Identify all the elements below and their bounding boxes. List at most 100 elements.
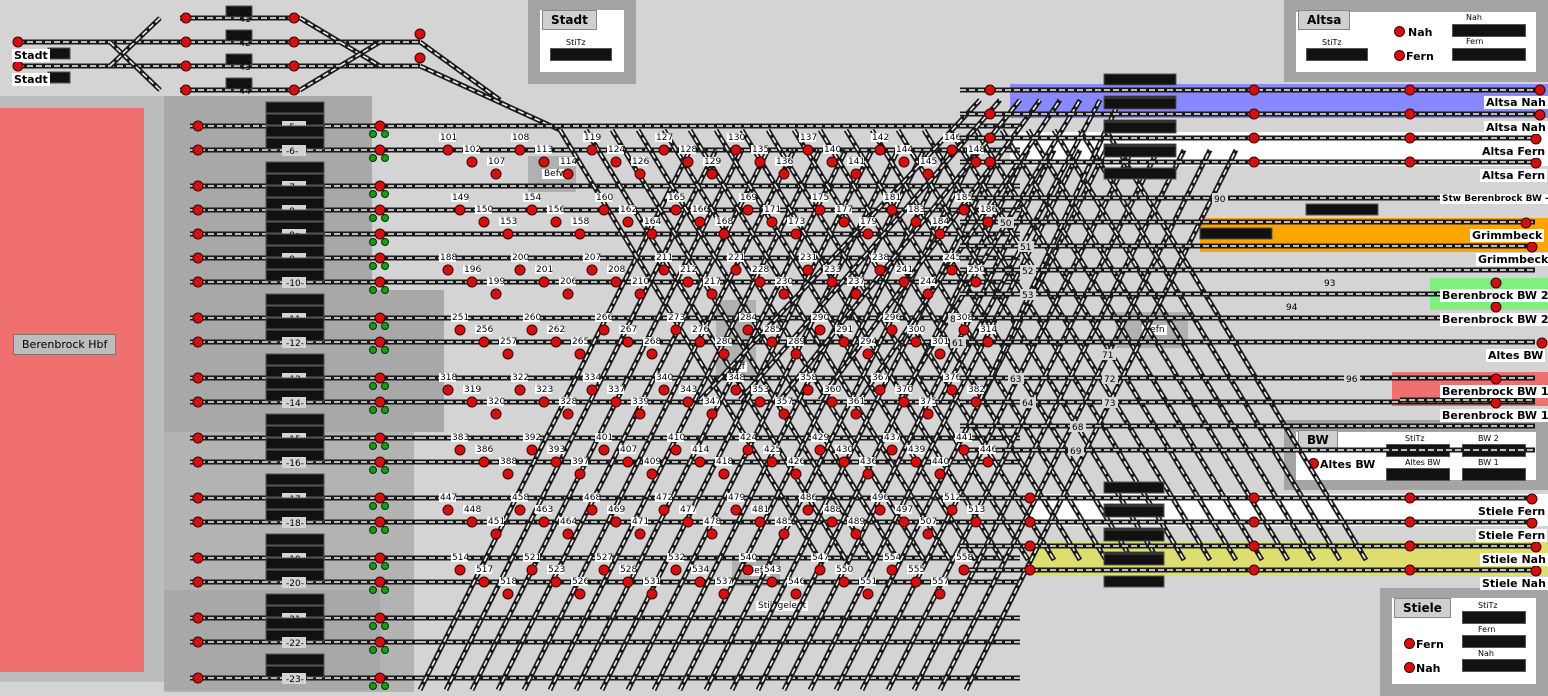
exit-end-signal[interactable] bbox=[1490, 397, 1502, 409]
field-signal[interactable] bbox=[754, 276, 766, 288]
exit-signal[interactable] bbox=[1404, 540, 1416, 552]
field-signal[interactable] bbox=[754, 156, 766, 168]
field-signal[interactable] bbox=[766, 336, 778, 348]
field-signal[interactable] bbox=[586, 264, 598, 276]
field-signal[interactable] bbox=[970, 516, 982, 528]
field-signal[interactable] bbox=[598, 444, 610, 456]
stadt-signal[interactable] bbox=[414, 52, 426, 64]
exit-signal[interactable] bbox=[1024, 516, 1036, 528]
field-signal[interactable] bbox=[910, 336, 922, 348]
field-signal[interactable] bbox=[646, 468, 658, 480]
field-signal[interactable] bbox=[478, 576, 490, 588]
field-signal[interactable] bbox=[946, 384, 958, 396]
field-signal[interactable] bbox=[850, 288, 862, 300]
field-signal[interactable] bbox=[742, 204, 754, 216]
exit-end-signal[interactable] bbox=[1536, 337, 1548, 349]
platform-signal[interactable] bbox=[374, 396, 386, 408]
field-signal[interactable] bbox=[802, 264, 814, 276]
field-signal[interactable] bbox=[442, 504, 454, 516]
field-signal[interactable] bbox=[622, 576, 634, 588]
field-signal[interactable] bbox=[718, 588, 730, 600]
stadt-track-signal[interactable] bbox=[288, 60, 300, 72]
field-signal[interactable] bbox=[730, 504, 742, 516]
exit-signal[interactable] bbox=[1024, 492, 1036, 504]
field-signal[interactable] bbox=[766, 216, 778, 228]
field-signal[interactable] bbox=[514, 264, 526, 276]
field-signal[interactable] bbox=[634, 168, 646, 180]
platform-signal[interactable] bbox=[374, 204, 386, 216]
exit-signal[interactable] bbox=[1248, 540, 1260, 552]
exit-signal[interactable] bbox=[1248, 156, 1260, 168]
platform-signal[interactable] bbox=[374, 180, 386, 192]
field-signal[interactable] bbox=[670, 564, 682, 576]
field-signal[interactable] bbox=[778, 288, 790, 300]
exit-signal[interactable] bbox=[1404, 132, 1416, 144]
exit-end-signal[interactable] bbox=[1534, 84, 1546, 96]
field-signal[interactable] bbox=[502, 228, 514, 240]
field-signal[interactable] bbox=[646, 348, 658, 360]
field-signal[interactable] bbox=[742, 564, 754, 576]
field-signal[interactable] bbox=[922, 408, 934, 420]
field-signal[interactable] bbox=[574, 468, 586, 480]
field-signal[interactable] bbox=[958, 324, 970, 336]
field-signal[interactable] bbox=[850, 528, 862, 540]
field-signal[interactable] bbox=[466, 396, 478, 408]
field-signal[interactable] bbox=[538, 516, 550, 528]
field-signal[interactable] bbox=[598, 324, 610, 336]
exit-signal[interactable] bbox=[1248, 516, 1260, 528]
exit-end-signal[interactable] bbox=[1490, 301, 1502, 313]
field-signal[interactable] bbox=[478, 216, 490, 228]
platform-signal[interactable] bbox=[192, 516, 204, 528]
exit-end-signal[interactable] bbox=[1530, 541, 1542, 553]
stadt-exit-signal[interactable] bbox=[12, 60, 24, 72]
platform-signal[interactable] bbox=[192, 252, 204, 264]
field-signal[interactable] bbox=[778, 408, 790, 420]
field-signal[interactable] bbox=[610, 156, 622, 168]
platform-signal[interactable] bbox=[374, 456, 386, 468]
stadt-track-signal[interactable] bbox=[288, 84, 300, 96]
field-signal[interactable] bbox=[910, 456, 922, 468]
stadt-track-signal[interactable] bbox=[180, 36, 192, 48]
exit-signal[interactable] bbox=[1248, 108, 1260, 120]
exit-end-signal[interactable] bbox=[1520, 217, 1532, 229]
field-signal[interactable] bbox=[802, 504, 814, 516]
field-signal[interactable] bbox=[634, 288, 646, 300]
field-signal[interactable] bbox=[466, 276, 478, 288]
field-signal[interactable] bbox=[466, 516, 478, 528]
field-signal[interactable] bbox=[814, 444, 826, 456]
altsa-nah-button[interactable] bbox=[1394, 26, 1405, 37]
exit-end-signal[interactable] bbox=[1534, 109, 1546, 121]
exit-signal[interactable] bbox=[1248, 492, 1260, 504]
field-signal[interactable] bbox=[550, 216, 562, 228]
field-signal[interactable] bbox=[622, 336, 634, 348]
field-signal[interactable] bbox=[658, 504, 670, 516]
field-signal[interactable] bbox=[490, 288, 502, 300]
field-signal[interactable] bbox=[502, 348, 514, 360]
platform-signal[interactable] bbox=[192, 636, 204, 648]
field-signal[interactable] bbox=[874, 264, 886, 276]
platform-signal[interactable] bbox=[192, 228, 204, 240]
field-signal[interactable] bbox=[550, 576, 562, 588]
field-signal[interactable] bbox=[826, 156, 838, 168]
exit-signal[interactable] bbox=[1404, 564, 1416, 576]
field-signal[interactable] bbox=[838, 216, 850, 228]
field-signal[interactable] bbox=[826, 516, 838, 528]
exit-end-signal[interactable] bbox=[1526, 517, 1538, 529]
field-signal[interactable] bbox=[670, 444, 682, 456]
stadt-signal[interactable] bbox=[414, 28, 426, 40]
field-signal[interactable] bbox=[694, 456, 706, 468]
exit-signal[interactable] bbox=[1248, 84, 1260, 96]
platform-signal[interactable] bbox=[192, 576, 204, 588]
platform-signal[interactable] bbox=[374, 228, 386, 240]
field-signal[interactable] bbox=[826, 396, 838, 408]
field-signal[interactable] bbox=[658, 264, 670, 276]
platform-signal[interactable] bbox=[192, 276, 204, 288]
exit-signal[interactable] bbox=[984, 108, 996, 120]
field-signal[interactable] bbox=[442, 384, 454, 396]
platform-signal[interactable] bbox=[192, 456, 204, 468]
field-signal[interactable] bbox=[946, 504, 958, 516]
field-signal[interactable] bbox=[778, 168, 790, 180]
exit-signal[interactable] bbox=[1404, 156, 1416, 168]
field-signal[interactable] bbox=[610, 396, 622, 408]
field-signal[interactable] bbox=[790, 588, 802, 600]
